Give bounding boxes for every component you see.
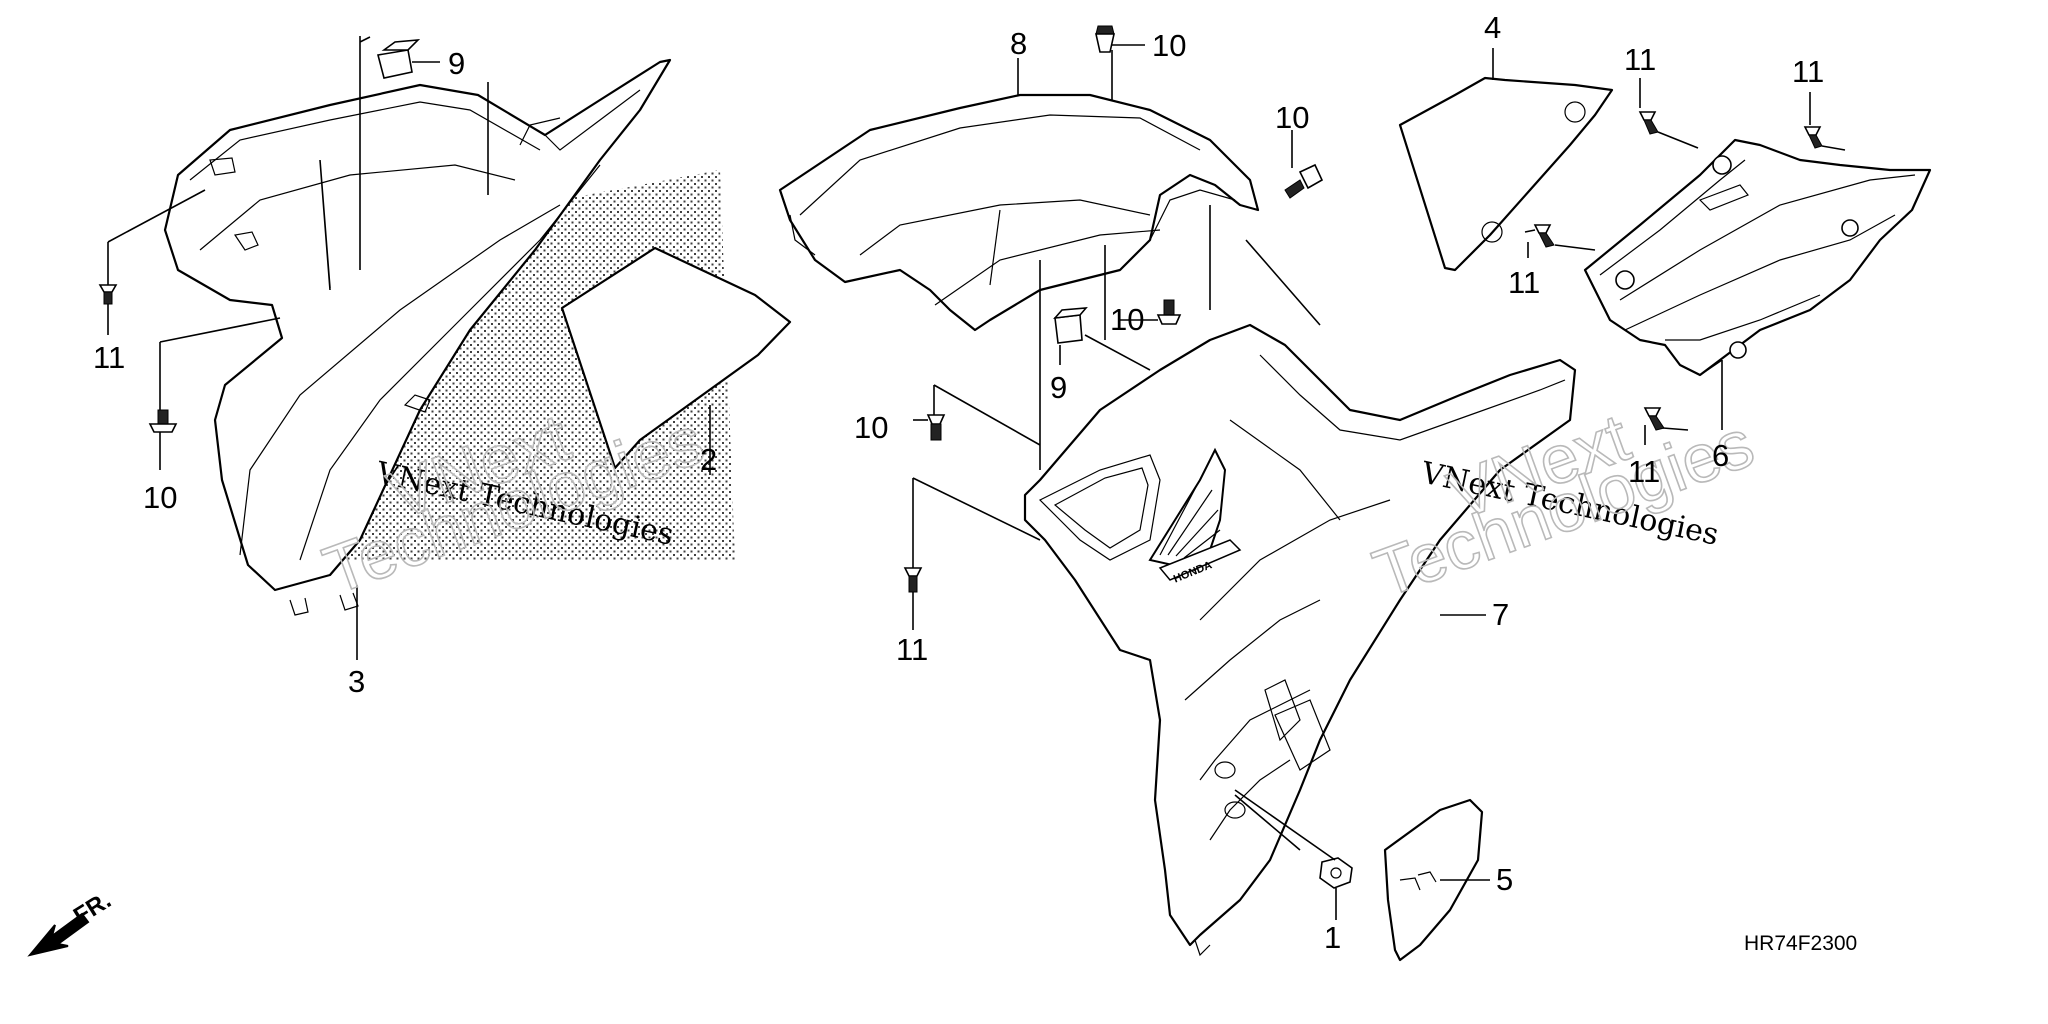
callout-3: 3 (348, 664, 365, 699)
small-lid-part-5 (1383, 798, 1484, 962)
callout-2: 2 (700, 442, 717, 477)
callout-11-r1: 11 (1624, 42, 1656, 77)
callout-11-r4: 11 (1628, 454, 1660, 489)
bolt-10-mid-left (926, 414, 946, 441)
callout-10-top: 10 (1152, 28, 1186, 63)
callout-4: 4 (1484, 10, 1501, 45)
callout-11-left: 11 (93, 340, 125, 375)
side-cover-left-part-3 (163, 58, 672, 616)
leader-lines-center (912, 44, 1490, 920)
callout-5: 5 (1496, 862, 1513, 897)
leader-lines-right (1492, 48, 1846, 445)
screw-11-r3 (1533, 224, 1555, 248)
clip-nut-9-left (377, 39, 421, 79)
nut-1 (1319, 857, 1353, 889)
callout-7: 7 (1492, 597, 1509, 632)
leader-lines-left (107, 36, 711, 660)
callout-9-center: 9 (1050, 370, 1067, 405)
callout-10-left: 10 (143, 480, 177, 515)
callout-9-left: 9 (448, 46, 465, 81)
callout-11-center: 11 (896, 632, 928, 667)
screw-11-center (903, 567, 923, 593)
callout-8: 8 (1010, 26, 1027, 61)
callout-10-center: 10 (1110, 302, 1144, 337)
clip-nut-9-center (1053, 307, 1088, 344)
front-direction-arrow: FR. (27, 887, 116, 957)
bolt-10-top (1095, 25, 1115, 53)
sheet-part-4 (1398, 76, 1614, 272)
sheet-part-2 (560, 246, 792, 470)
drawing-code: HR74F2300 (1744, 932, 1857, 955)
screw-11-r4 (1643, 407, 1665, 431)
callout-10-right-top: 10 (1275, 100, 1309, 135)
bolt-10-center (1156, 299, 1182, 325)
callout-labels: 9 11 10 3 2 8 10 10 10 9 10 11 4 11 11 1… (93, 10, 1824, 955)
callout-10-mid-left: 10 (854, 410, 888, 445)
large-cover-part-7 (1023, 323, 1577, 957)
callout-6: 6 (1712, 438, 1729, 473)
bolt-10-left (148, 409, 178, 433)
bolt-10-right-top (1284, 163, 1324, 199)
screw-11-r1 (1638, 111, 1659, 135)
callout-11-r3: 11 (1508, 265, 1540, 300)
top-cover-part-8 (778, 93, 1260, 332)
screw-11-left (98, 284, 118, 305)
screw-11-r2 (1803, 126, 1823, 149)
panel-part-6 (1583, 138, 1932, 377)
callout-1: 1 (1324, 920, 1341, 955)
callout-11-r2: 11 (1792, 54, 1824, 89)
